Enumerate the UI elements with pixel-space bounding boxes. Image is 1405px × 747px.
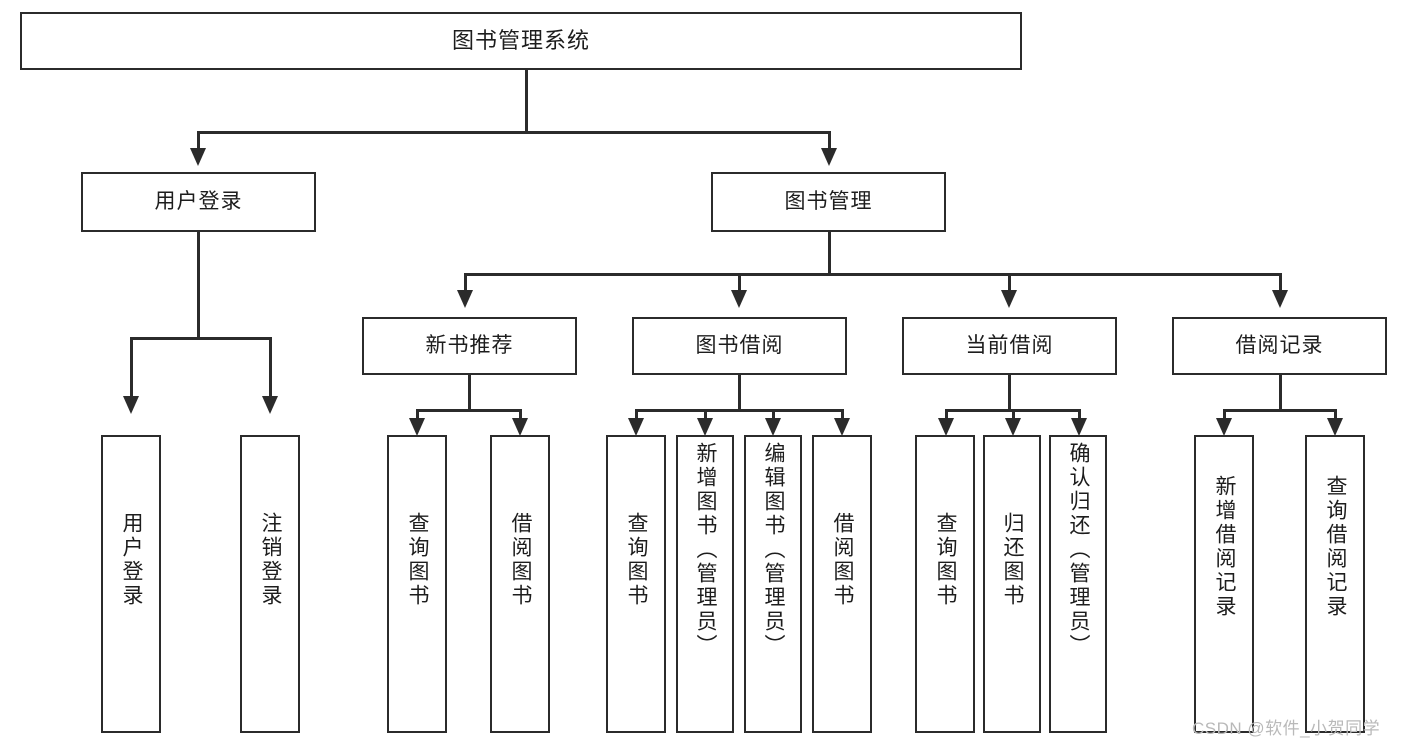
connector-bb-drop-1	[635, 409, 638, 421]
node-label: 新书推荐	[425, 333, 514, 357]
watermark-csdn: CSDN @软件_小贺同学	[1192, 719, 1381, 738]
leaf-confirm-return[interactable]: 确认归还（管理员）	[1049, 435, 1107, 733]
node-label: 新增图书（管理员）	[694, 442, 718, 658]
node-label: 当前借阅	[965, 333, 1054, 357]
node-user-login[interactable]: 用户登录	[81, 172, 316, 232]
connector-bb-drop-4	[841, 409, 844, 421]
arrow-leaf-borrow-book-1	[512, 418, 528, 436]
connector-book-borrow-bus	[636, 409, 842, 412]
node-book-borrow[interactable]: 图书借阅	[632, 317, 847, 375]
node-label: 图书管理	[784, 189, 873, 213]
leaf-add-borrow-record[interactable]: 新增借阅记录	[1194, 435, 1254, 733]
arrow-to-book-borrow	[731, 290, 747, 308]
leaf-borrow-book-new[interactable]: 借阅图书	[490, 435, 550, 733]
connector-l3-drop-2	[738, 273, 741, 291]
arrow-to-current-borrow	[1001, 290, 1017, 308]
connector-br-drop-1	[1223, 409, 1226, 421]
connector-book-mgmt-stem	[828, 232, 831, 274]
node-label: 图书管理系统	[451, 28, 590, 54]
connector-book-mgmt-bus	[465, 273, 1281, 276]
connector-to-book-mgmt	[828, 131, 831, 149]
connector-current-borrow-stem	[1008, 375, 1011, 410]
arrow-leaf-edit-book	[765, 418, 781, 436]
arrow-leaf-query-record	[1327, 418, 1343, 436]
arrow-leaf-confirm-return	[1071, 418, 1087, 436]
arrow-to-book-mgmt	[821, 148, 837, 166]
node-label: 借阅图书	[831, 512, 855, 608]
node-current-borrow[interactable]: 当前借阅	[902, 317, 1117, 375]
connector-cb-drop-3	[1078, 409, 1081, 421]
connector-bb-drop-2	[704, 409, 707, 421]
connector-new-book-bus	[417, 409, 521, 412]
connector-to-user-login	[197, 131, 200, 149]
arrow-leaf-add-book	[697, 418, 713, 436]
node-label: 新增借阅记录	[1213, 475, 1237, 619]
leaf-logout[interactable]: 注销登录	[240, 435, 300, 733]
arrow-to-user-login	[190, 148, 206, 166]
connector-borrow-record-bus	[1224, 409, 1336, 412]
arrow-leaf-logout	[262, 396, 278, 414]
leaf-query-book-current[interactable]: 查询图书	[915, 435, 975, 733]
connector-cb-drop-2	[1012, 409, 1015, 421]
arrow-leaf-query-book-3	[938, 418, 954, 436]
node-borrow-record[interactable]: 借阅记录	[1172, 317, 1387, 375]
node-label: 借阅记录	[1235, 333, 1324, 357]
node-label: 查询图书	[406, 512, 430, 608]
arrow-leaf-query-book-2	[628, 418, 644, 436]
connector-borrow-record-stem	[1279, 375, 1282, 410]
connector-root-bus	[198, 131, 830, 134]
leaf-user-login[interactable]: 用户登录	[101, 435, 161, 733]
leaf-add-book[interactable]: 新增图书（管理员）	[676, 435, 734, 733]
connector-new-book-stem	[468, 375, 471, 410]
node-root-system[interactable]: 图书管理系统	[20, 12, 1022, 70]
leaf-query-book-borrow[interactable]: 查询图书	[606, 435, 666, 733]
node-book-management[interactable]: 图书管理	[711, 172, 946, 232]
leaf-borrow-book-borrow[interactable]: 借阅图书	[812, 435, 872, 733]
arrow-leaf-query-book-1	[409, 418, 425, 436]
node-label: 编辑图书（管理员）	[762, 442, 786, 658]
node-label: 用户登录	[120, 512, 144, 608]
arrow-leaf-add-record	[1216, 418, 1232, 436]
leaf-query-borrow-record[interactable]: 查询借阅记录	[1305, 435, 1365, 733]
connector-bb-drop-3	[772, 409, 775, 421]
connector-l3-drop-3	[1008, 273, 1011, 291]
leaf-edit-book[interactable]: 编辑图书（管理员）	[744, 435, 802, 733]
node-label: 查询图书	[625, 512, 649, 608]
leaf-return-book[interactable]: 归还图书	[983, 435, 1041, 733]
arrow-leaf-borrow-book-2	[834, 418, 850, 436]
node-label: 图书借阅	[695, 333, 784, 357]
node-new-book-recommend[interactable]: 新书推荐	[362, 317, 577, 375]
connector-user-login-drop-2	[269, 337, 272, 397]
connector-book-borrow-stem	[738, 375, 741, 410]
connector-user-login-drop-1	[130, 337, 133, 397]
node-label: 查询图书	[934, 512, 958, 608]
node-label: 用户登录	[154, 189, 243, 213]
connector-user-login-bus	[131, 337, 271, 340]
connector-l3-drop-4	[1279, 273, 1282, 291]
connector-root-stem	[525, 70, 528, 132]
connector-l3-drop-1	[464, 273, 467, 291]
leaf-query-book-new[interactable]: 查询图书	[387, 435, 447, 733]
node-label: 查询借阅记录	[1324, 475, 1348, 619]
arrow-leaf-user-login	[123, 396, 139, 414]
arrow-leaf-return-book	[1005, 418, 1021, 436]
connector-user-login-stem	[197, 232, 200, 338]
node-label: 归还图书	[1001, 512, 1025, 608]
arrow-to-new-book	[457, 290, 473, 308]
arrow-to-borrow-record	[1272, 290, 1288, 308]
node-label: 借阅图书	[509, 512, 533, 608]
node-label: 确认归还（管理员）	[1067, 442, 1091, 658]
connector-cb-drop-1	[945, 409, 948, 421]
connector-new-book-drop-1	[416, 409, 419, 421]
connector-br-drop-2	[1334, 409, 1337, 421]
node-label: 注销登录	[259, 512, 283, 608]
connector-new-book-drop-2	[519, 409, 522, 421]
